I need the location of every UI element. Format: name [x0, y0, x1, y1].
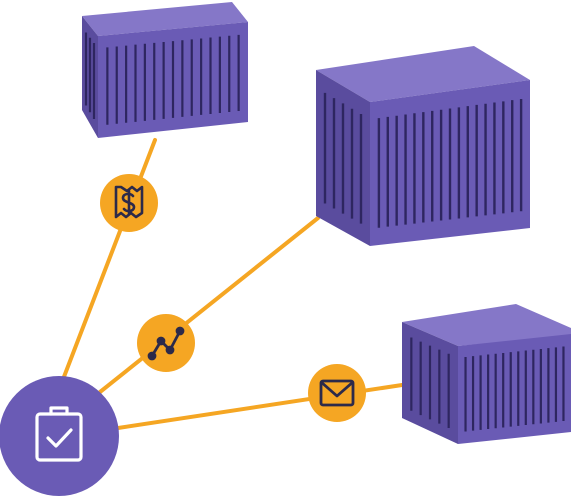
container-top-face [316, 46, 530, 102]
container-top-left [82, 2, 248, 138]
container-top-right [316, 46, 530, 246]
container-ribs [323, 92, 523, 228]
connector-chart[interactable] [137, 314, 195, 372]
envelope-icon [319, 379, 355, 407]
container-ribs [84, 32, 240, 125]
receipt-dollar-icon [114, 185, 144, 219]
container-bottom-right [402, 304, 571, 444]
container-top-face [402, 304, 571, 346]
clipboard-check-icon [35, 406, 83, 462]
hub[interactable] [0, 376, 119, 496]
container-front-face [458, 334, 571, 444]
line-chart-icon [147, 326, 185, 361]
container-ribs [410, 337, 565, 432]
connector-receipt[interactable] [100, 174, 158, 232]
container-top-face [82, 2, 248, 36]
line-to-top-right-container [98, 216, 320, 394]
connector-mail[interactable] [308, 364, 366, 422]
